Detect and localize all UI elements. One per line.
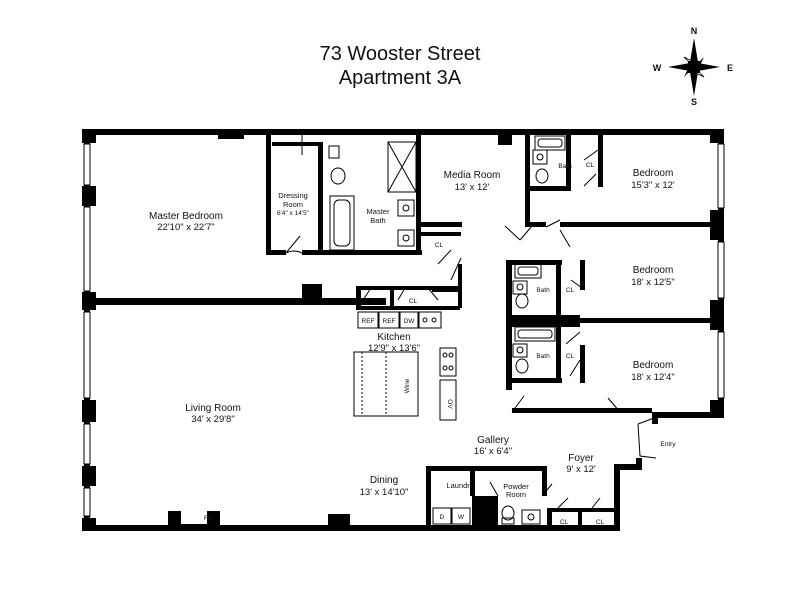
entry-label: Entry — [660, 441, 676, 448]
master-bath-name-1: Master — [367, 207, 390, 216]
living-room-name: Living Room — [185, 403, 241, 414]
dressing-room-name-2: Room — [283, 200, 303, 209]
fireplace-label: F/P — [204, 515, 214, 522]
dressing-room-dims: 6'4" x 14'5" — [277, 210, 310, 217]
gallery-name: Gallery — [477, 435, 509, 446]
dishwasher-label: DW — [404, 318, 416, 325]
fireplace-opening — [181, 511, 207, 524]
fixture-labels: Bath Bath Bath CL CL CL CL CL CL CL CL R… — [204, 162, 676, 526]
compass-rose: N S E W — [653, 26, 733, 107]
washer-label: W — [458, 514, 465, 521]
bedroom-1-name: Bedroom — [633, 168, 674, 179]
structural-columns — [82, 129, 724, 531]
closet-media-label: CL — [435, 242, 444, 249]
dryer-label: D — [440, 514, 445, 521]
refrigerator-2-label: REF — [383, 318, 396, 325]
compass-east-label: E — [727, 63, 733, 73]
refrigerator-1-label: REF — [362, 318, 375, 325]
powder-room-name-1: Powder — [503, 482, 529, 491]
bedroom-3-dims: 18' x 12'4" — [631, 372, 674, 383]
title-address: 73 Wooster Street — [319, 43, 481, 65]
laundry-name: Laundry — [446, 481, 473, 490]
room-labels: Master Bedroom 22'10" x 22'7" Dressing R… — [149, 168, 675, 499]
bedroom-2-dims: 18' x 12'5" — [631, 277, 674, 288]
media-room-dims: 13' x 12' — [455, 182, 490, 193]
foyer-name: Foyer — [568, 453, 594, 464]
media-room-name: Media Room — [444, 170, 501, 181]
right-windows — [717, 143, 725, 399]
closet-bedroom-3-label: CL — [566, 353, 575, 360]
gallery-dims: 16' x 6'4" — [474, 446, 512, 457]
dining-dims: 13' x 14'10" — [360, 487, 409, 498]
title-unit: Apartment 3A — [338, 67, 462, 89]
living-room-dims: 34' x 29'8" — [191, 414, 234, 425]
bedroom-3-name: Bedroom — [633, 360, 674, 371]
bedroom-1-dims: 15'3" x 12' — [631, 180, 675, 191]
kitchen-name: Kitchen — [377, 332, 410, 343]
powder-room-name-2: Room — [506, 490, 526, 499]
compass-west-label: W — [653, 63, 662, 73]
bath-2-label: Bath — [536, 287, 550, 294]
bath-1-label: Bath — [558, 163, 572, 170]
bedroom-2-name: Bedroom — [633, 265, 674, 276]
foyer-dims: 9' x 12' — [566, 464, 596, 475]
door-swings — [285, 134, 657, 509]
closet-kitchen-1-label: CL — [373, 298, 382, 305]
dining-name: Dining — [370, 475, 398, 486]
left-windows — [83, 143, 91, 517]
wine-label: Wine — [404, 378, 411, 393]
bath-3-label: Bath — [536, 353, 550, 360]
closet-bedroom-2-label: CL — [566, 287, 575, 294]
closet-foyer-1-label: CL — [560, 519, 569, 526]
closet-bedroom-1-label: CL — [586, 162, 595, 169]
master-bedroom-dims: 22'10" x 22'7" — [157, 222, 214, 233]
compass-north-label: N — [691, 26, 698, 36]
master-bath-name-2: Bath — [370, 216, 385, 225]
exterior-walls — [84, 129, 724, 531]
oven-label: OV — [446, 399, 453, 409]
master-bedroom-name: Master Bedroom — [149, 211, 223, 222]
closet-foyer-2-label: CL — [596, 519, 605, 526]
dressing-room-name-1: Dressing — [278, 191, 308, 200]
fixtures — [328, 135, 566, 525]
kitchen-dims: 12'9" x 13'6" — [368, 343, 420, 354]
closet-kitchen-2-label: CL — [409, 298, 418, 305]
compass-south-label: S — [691, 97, 697, 107]
